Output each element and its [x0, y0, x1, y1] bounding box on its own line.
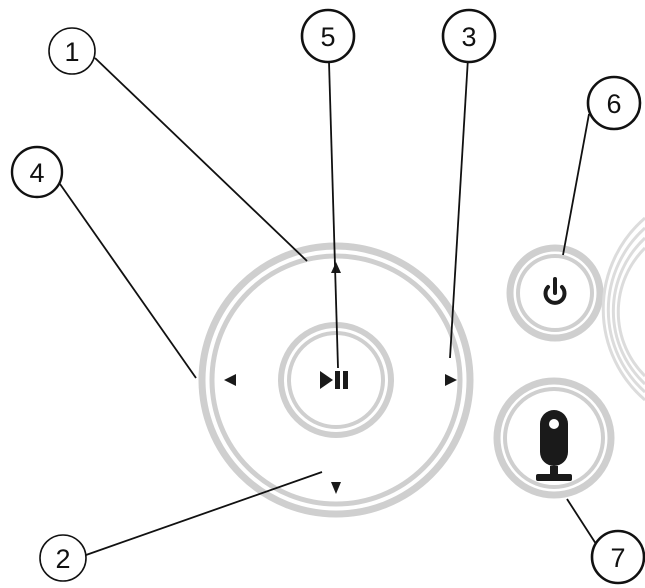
leader-line-7	[566, 498, 599, 548]
callout-6: 6	[586, 75, 642, 131]
down-arrow-button[interactable]	[331, 482, 341, 494]
play-pause-icon	[320, 371, 348, 389]
callout-label: 6	[606, 89, 621, 119]
left-arrow-button[interactable]	[224, 374, 236, 386]
camera-button[interactable]	[493, 377, 615, 499]
left-arrow-icon	[224, 374, 236, 386]
callout-3: 3	[441, 8, 497, 64]
leader-line-1	[94, 57, 308, 262]
leader-line-2	[85, 471, 323, 556]
leader-line-5	[328, 61, 339, 369]
up-arrow-button[interactable]	[331, 262, 341, 273]
down-arrow-icon	[331, 482, 341, 494]
leader-lines	[59, 57, 599, 556]
leader-line-6	[562, 113, 590, 256]
leader-line-3	[449, 57, 469, 359]
callout-label: 2	[55, 544, 70, 574]
right-arrow-icon	[445, 374, 457, 386]
callout-label: 7	[610, 543, 625, 573]
camera-icon	[536, 410, 572, 481]
callout-label: 5	[320, 22, 335, 52]
power-button[interactable]	[506, 244, 604, 342]
right-arrow-button[interactable]	[445, 374, 457, 386]
up-arrow-icon	[331, 262, 341, 273]
callout-7: 7	[590, 529, 645, 585]
callout-label: 3	[461, 22, 476, 52]
callout-label: 4	[29, 158, 44, 188]
callout-2: 2	[39, 534, 87, 582]
power-icon	[543, 277, 567, 305]
callout-4: 4	[10, 145, 64, 199]
leader-line-4	[59, 183, 197, 379]
dpad-ring	[198, 242, 474, 518]
play-pause-button[interactable]	[278, 322, 394, 438]
callout-1: 1	[48, 27, 96, 75]
callout-5: 5	[300, 8, 356, 64]
callout-label: 1	[64, 37, 79, 67]
partial-ring-edge	[601, 216, 645, 402]
